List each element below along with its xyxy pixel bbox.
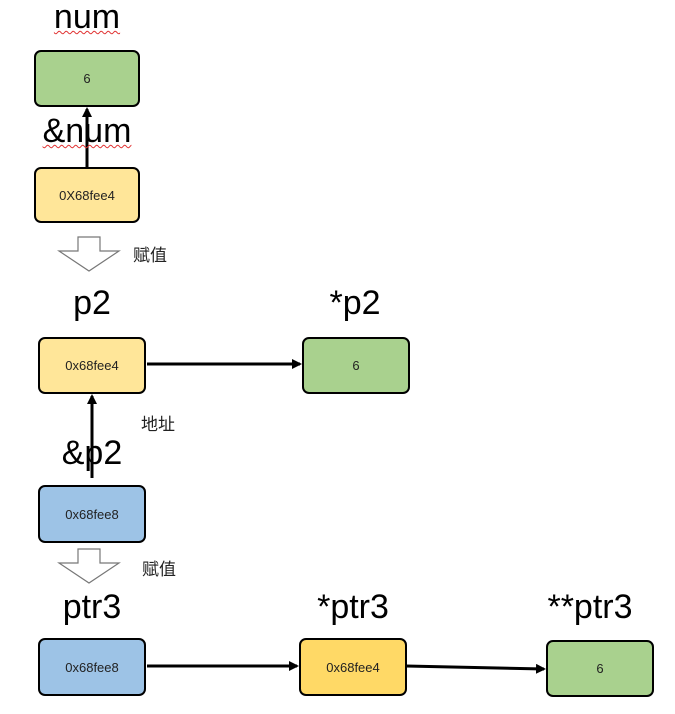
label-num: num	[53, 0, 121, 36]
annotation-address: 地址	[141, 415, 175, 435]
box-p2: 0x68fee4	[38, 337, 146, 394]
label-addr-num: &num	[42, 112, 132, 150]
box-deref-ptr3: 0x68fee4	[299, 638, 407, 696]
annotation-assign-1: 赋值	[133, 246, 167, 266]
box-addr-p2-value: 0x68fee8	[65, 506, 119, 522]
label-dderef-ptr3: **ptr3	[547, 588, 633, 626]
assign-down-arrow-1	[57, 236, 121, 272]
box-dderef-ptr3: 6	[546, 640, 654, 697]
box-deref-p2: 6	[302, 337, 410, 394]
box-p2-value: 0x68fee4	[65, 358, 119, 373]
box-num-value: 6	[83, 71, 91, 86]
label-deref-ptr3: *ptr3	[317, 588, 389, 626]
box-addr-p2: 0x68fee8	[38, 485, 146, 543]
box-deref-p2-value: 6	[352, 358, 360, 373]
label-p2: p2	[73, 284, 111, 322]
arrow-deref-ptr3-to-dderef-ptr3	[405, 663, 546, 674]
box-addr-num-value: 0X68fee4	[59, 187, 115, 203]
box-addr-num: 0X68fee4	[34, 167, 140, 223]
box-deref-ptr3-value: 0x68fee4	[326, 659, 380, 675]
box-num: 6	[34, 50, 140, 107]
label-addr-p2: &p2	[61, 434, 123, 472]
label-ptr3: ptr3	[62, 588, 122, 626]
annotation-assign-2: 赋值	[142, 560, 176, 580]
box-dderef-ptr3-value: 6	[596, 661, 604, 676]
assign-down-arrow-2	[57, 548, 121, 584]
box-ptr3: 0x68fee8	[38, 638, 146, 696]
label-deref-p2: *p2	[329, 284, 381, 322]
box-ptr3-value: 0x68fee8	[65, 659, 119, 675]
